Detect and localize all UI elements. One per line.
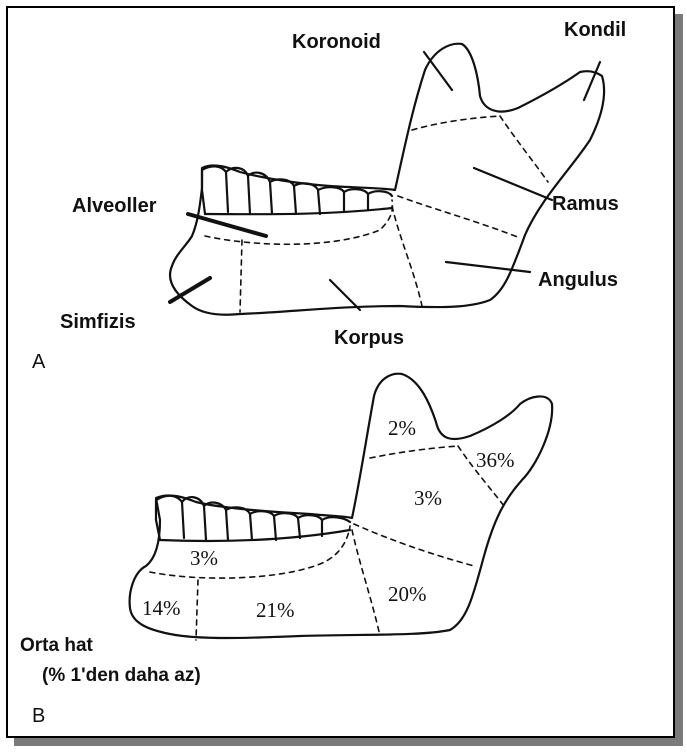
leader-korpus [330,280,360,310]
label-kondil: Kondil [564,20,626,40]
label-simfizis: Simfizis [60,312,136,332]
label-alveoller: Alveoller [72,196,156,216]
label-korpus: Korpus [334,328,404,348]
pct-kondil: 36% [476,450,515,471]
pct-alveoler: 3% [190,548,218,569]
pct-korpus: 21% [256,600,295,621]
leader-angulus [446,262,530,272]
label-koronoid: Koronoid [292,32,381,52]
panel-a-letter: A [32,352,45,372]
pct-parasimfizis: 14% [142,598,181,619]
pct-angulus: 20% [388,584,427,605]
leader-ramus [474,168,552,200]
leader-koronoid [424,52,452,90]
label-ramus: Ramus [552,194,619,214]
panel-b-letter: B [32,706,45,726]
leader-kondil [584,62,600,100]
midline-label: Orta hat [20,636,93,655]
leader-alveoller [188,214,266,236]
pct-koronoid: 2% [388,418,416,439]
label-angulus: Angulus [538,270,618,290]
midline-note: (% 1'den daha az) [42,666,201,685]
teeth-a [202,166,392,214]
pct-ramus: 3% [414,488,442,509]
mandible-b-outline [130,374,553,638]
